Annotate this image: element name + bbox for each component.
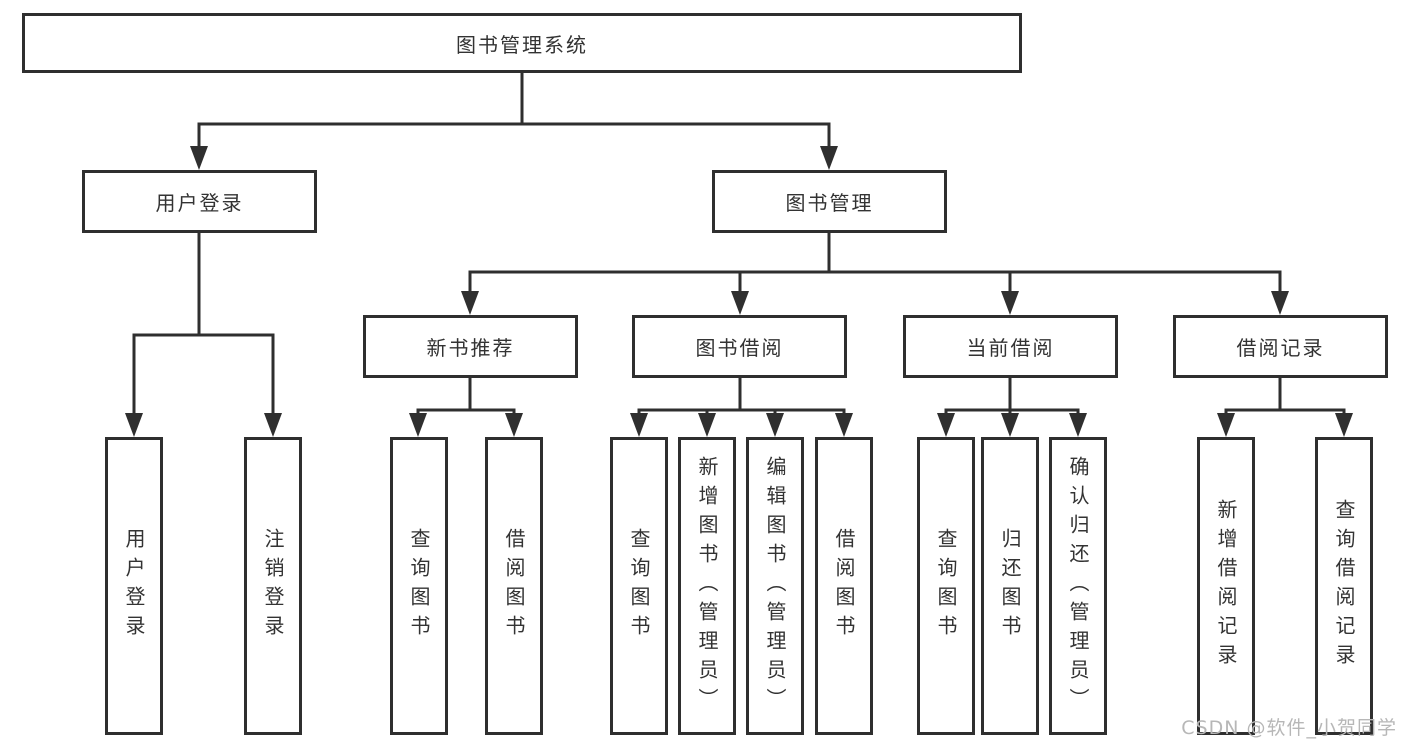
node-root: 图书管理系统 — [22, 13, 1022, 73]
leaf-logout: 注销登录 — [244, 437, 302, 735]
leaf-confirm-return-admin-label: 确认归还（管理员） — [1066, 455, 1090, 717]
node-root-label: 图书管理系统 — [456, 32, 588, 57]
leaf-user-login: 用户登录 — [105, 437, 163, 735]
leaf-return-books: 归还图书 — [981, 437, 1039, 735]
leaf-add-borrow-record: 新增借阅记录 — [1197, 437, 1255, 735]
arrowheads — [125, 146, 1353, 437]
node-book-borrowing-label: 图书借阅 — [695, 336, 784, 360]
leaf-edit-book-admin-label: 编辑图书（管理员） — [763, 455, 787, 717]
leaf-return-books-label: 归还图书 — [998, 528, 1022, 644]
node-current-borrowing-label: 当前借阅 — [966, 336, 1055, 360]
leaf-borrow-books-recommend-label: 借阅图书 — [502, 528, 526, 644]
leaf-logout-label: 注销登录 — [261, 528, 285, 644]
leaf-add-book-admin-label: 新增图书（管理员） — [695, 455, 719, 717]
node-borrow-records-label: 借阅记录 — [1236, 336, 1325, 360]
leaf-query-books-borrowing-label: 查询图书 — [627, 528, 651, 644]
node-book-borrowing: 图书借阅 — [632, 315, 847, 378]
node-current-borrowing: 当前借阅 — [903, 315, 1118, 378]
leaf-borrow-books-borrowing-label: 借阅图书 — [832, 528, 856, 644]
node-new-book-recommend-label: 新书推荐 — [426, 336, 515, 360]
node-borrow-records: 借阅记录 — [1173, 315, 1388, 378]
leaf-add-book-admin: 新增图书（管理员） — [678, 437, 736, 735]
node-user-login: 用户登录 — [82, 170, 317, 233]
leaf-query-books-current: 查询图书 — [917, 437, 975, 735]
node-user-login-label: 用户登录 — [155, 191, 244, 215]
leaf-query-books-current-label: 查询图书 — [934, 528, 958, 644]
leaf-borrow-books-recommend: 借阅图书 — [485, 437, 543, 735]
leaf-query-books-recommend: 查询图书 — [390, 437, 448, 735]
node-new-book-recommend: 新书推荐 — [363, 315, 578, 378]
leaf-query-borrow-record-label: 查询借阅记录 — [1332, 499, 1356, 673]
leaf-query-books-recommend-label: 查询图书 — [407, 528, 431, 644]
node-book-management-label: 图书管理 — [785, 191, 874, 215]
leaf-query-books-borrowing: 查询图书 — [610, 437, 668, 735]
leaf-edit-book-admin: 编辑图书（管理员） — [746, 437, 804, 735]
leaf-add-borrow-record-label: 新增借阅记录 — [1214, 499, 1238, 673]
leaf-confirm-return-admin: 确认归还（管理员） — [1049, 437, 1107, 735]
csdn-watermark: CSDN @软件_小贺同学 — [1181, 717, 1397, 739]
leaf-query-borrow-record: 查询借阅记录 — [1315, 437, 1373, 735]
leaf-user-login-label: 用户登录 — [122, 528, 146, 644]
leaf-borrow-books-borrowing: 借阅图书 — [815, 437, 873, 735]
node-book-management: 图书管理 — [712, 170, 947, 233]
